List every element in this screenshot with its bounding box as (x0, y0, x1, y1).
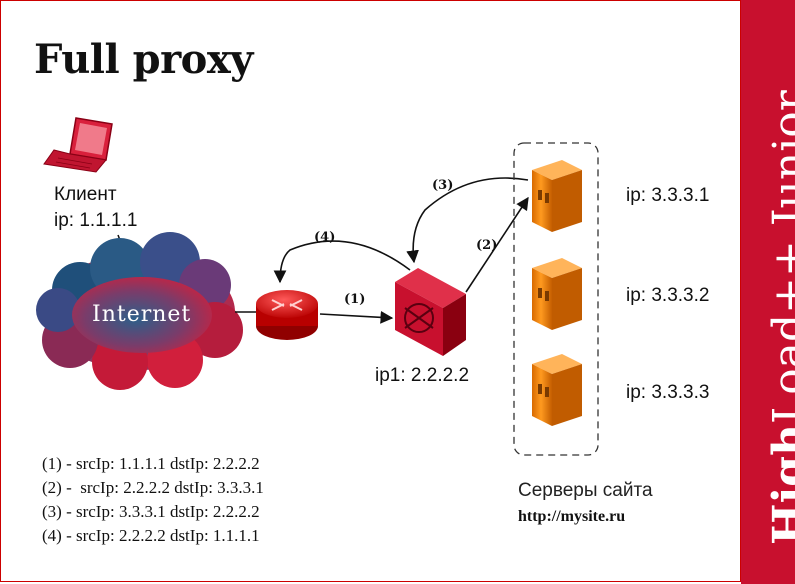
legend-item-2: (2) - srcIp: 2.2.2.2 dstIp: 3.3.3.1 (42, 478, 264, 497)
arrow-step-4 (273, 240, 411, 284)
server-icon-1 (532, 160, 582, 232)
brand-sidebar (741, 0, 795, 584)
arrow-step-2 (465, 196, 529, 293)
server-ip-2: ip: 3.3.3.2 (626, 285, 710, 306)
brand-logo: HighLoad++ Junior (764, 90, 795, 545)
brand-light-text: Load++ Junior (764, 90, 795, 424)
server-ip-3: ip: 3.3.3.3 (626, 382, 710, 403)
step-label-1: (1) (344, 292, 366, 307)
legend-item-3: (3) - srcIp: 3.3.3.1 dstIp: 2.2.2.2 (42, 502, 260, 521)
server-group-box (513, 142, 599, 456)
step-label-4: (4) (314, 230, 336, 245)
network-diagram (36, 117, 599, 456)
legend-item-1: (1) - srcIp: 1.1.1.1 dstIp: 2.2.2.2 (42, 454, 260, 473)
step-label-2: (2) (476, 238, 498, 253)
proxy-device-icon (395, 268, 466, 356)
arrow-step-1 (319, 310, 394, 324)
slide-frame (0, 0, 741, 582)
server-ip-1: ip: 3.3.3.1 (626, 185, 710, 206)
step-label-3: (3) (432, 178, 454, 193)
legend-item-4: (4) - srcIp: 2.2.2.2 dstIp: 1.1.1.1 (42, 526, 260, 545)
servers-url: http://mysite.ru (518, 508, 626, 525)
router-icon (256, 290, 318, 340)
laptop-icon (43, 117, 113, 173)
internet-label: Internet (92, 302, 192, 327)
legend: (1) - srcIp: 1.1.1.1 dstIp: 2.2.2.2 (2) … (42, 452, 264, 548)
slide-title: Full proxy (34, 36, 253, 83)
server-icon-2 (532, 258, 582, 330)
proxy-ip: ip1: 2.2.2.2 (375, 365, 470, 386)
brand-strong-text: High (764, 423, 795, 545)
client-ip: ip: 1.1.1.1 (54, 210, 138, 231)
client-name: Клиент (54, 184, 117, 205)
arrow-step-3 (406, 177, 529, 264)
internet-cloud-icon (36, 232, 243, 390)
server-icon-3 (532, 354, 582, 426)
servers-caption: Серверы сайта (518, 480, 653, 501)
